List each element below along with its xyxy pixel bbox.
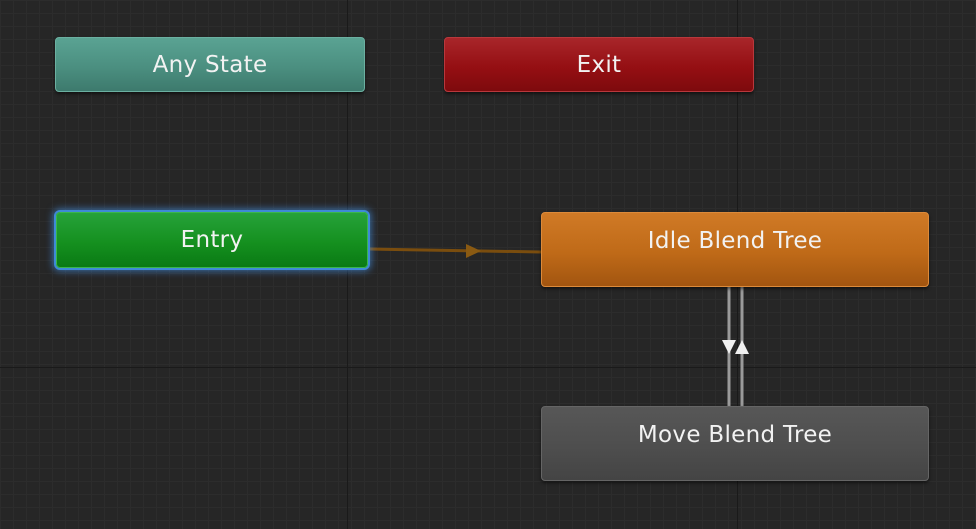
state-label: Move Blend Tree bbox=[637, 422, 833, 448]
state-label: Entry bbox=[180, 227, 244, 253]
state-node-move-blend-tree[interactable]: Move Blend Tree bbox=[541, 406, 929, 481]
transition-entry-to-idle[interactable] bbox=[369, 244, 542, 258]
state-node-exit[interactable]: Exit bbox=[444, 37, 754, 92]
state-node-any-state[interactable]: Any State bbox=[55, 37, 365, 92]
state-label: Any State bbox=[152, 51, 268, 78]
state-label: Exit bbox=[576, 51, 622, 78]
transition-idle-to-move[interactable] bbox=[722, 287, 736, 406]
state-node-idle-blend-tree[interactable]: Idle Blend Tree bbox=[541, 212, 929, 287]
state-label: Idle Blend Tree bbox=[647, 228, 823, 254]
transition-move-to-idle[interactable] bbox=[735, 287, 749, 406]
state-node-entry[interactable]: Entry bbox=[56, 212, 368, 268]
